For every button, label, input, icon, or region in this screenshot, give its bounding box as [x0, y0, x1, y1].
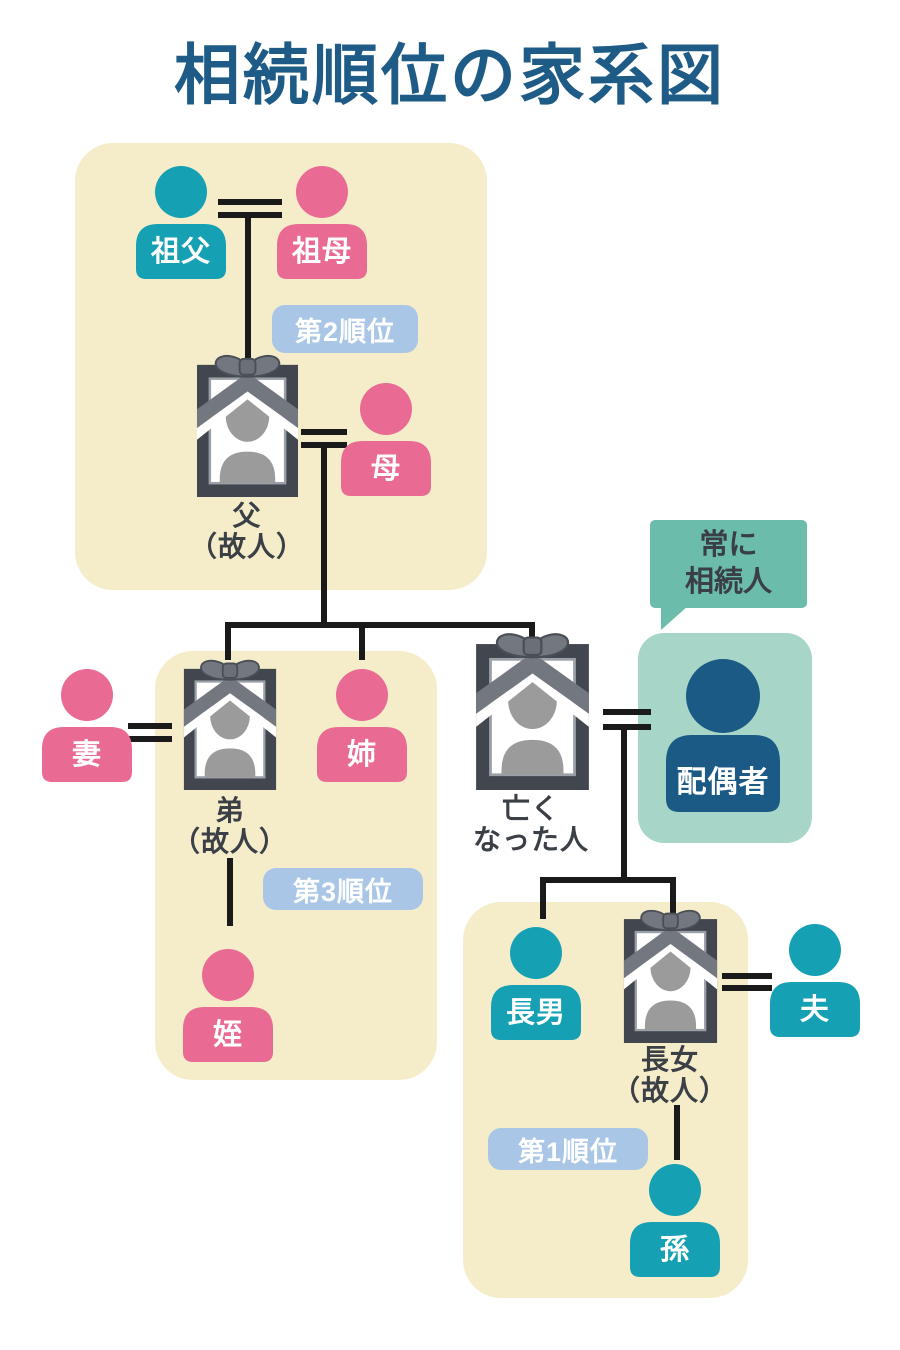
marriage-line-daughter-top — [722, 973, 772, 979]
rank-badge-label: 第1順位 — [517, 1136, 619, 1167]
sibling-drop-sister — [359, 622, 365, 660]
person-label: 妻 — [71, 739, 102, 771]
person-grandmother: 祖母 — [277, 166, 367, 279]
person-label: 夫 — [799, 994, 830, 1026]
sibling-drop-deceased — [529, 622, 535, 646]
rank-badge-second: 第2順位 — [272, 305, 418, 353]
portrait-name-brother: 弟 （故人） — [120, 795, 340, 857]
marriage-line-brother-bottom — [128, 736, 172, 742]
always-heir-bubble: 常に 相続人 — [650, 520, 807, 608]
memorial-portrait-father — [196, 353, 299, 497]
person-wife: 妻 — [42, 669, 132, 782]
portrait-name-line: （故人） — [171, 826, 288, 857]
person-niece: 姪 — [183, 949, 273, 1062]
memorial-portrait-brother — [183, 658, 277, 790]
rank-badge-third: 第3順位 — [263, 868, 423, 910]
person-label: 母 — [370, 453, 401, 485]
memorial-portrait-icon — [196, 354, 299, 497]
person-eldest-son: 長男 — [491, 927, 581, 1040]
person-grandchild: 孫 — [630, 1164, 720, 1277]
person-label: 配偶者 — [676, 766, 770, 799]
person-sister: 姉 — [317, 669, 407, 782]
person-icon — [630, 1164, 720, 1277]
marriage-line-deceased-bottom — [603, 724, 651, 730]
person-icon — [42, 669, 132, 782]
descent-line-brother-to-niece — [227, 858, 233, 926]
person-label: 姉 — [346, 739, 377, 771]
descent-line-parents-to-siblings — [321, 442, 327, 628]
person-icon — [183, 949, 273, 1062]
person-label: 姪 — [212, 1019, 243, 1051]
marriage-line-deceased-top — [603, 709, 651, 715]
rank-badge-label: 第3順位 — [292, 876, 394, 907]
marriage-line-parents-top — [301, 429, 347, 435]
sibling-drop-brother — [225, 622, 231, 660]
bubble-line-2: 相続人 — [684, 566, 772, 598]
portrait-name-line: 弟 — [215, 795, 245, 826]
memorial-portrait-eldest-daughter — [623, 908, 718, 1043]
person-label: 祖母 — [291, 236, 352, 268]
portrait-name-father: 父 （故人） — [137, 500, 357, 562]
sibling-line — [225, 622, 535, 628]
child-drop-eldest-daughter — [670, 877, 676, 922]
person-label: 祖父 — [150, 236, 211, 268]
portrait-name-line: なった人 — [472, 824, 589, 855]
person-icon — [341, 383, 431, 496]
marriage-line-daughter-bottom — [722, 985, 772, 991]
portrait-name-line: 父 — [232, 500, 262, 531]
portrait-name-line: 亡く — [501, 793, 560, 824]
person-icon — [666, 659, 780, 812]
bubble-line-1: 常に — [699, 529, 758, 561]
portrait-name-line: （故人） — [188, 531, 305, 562]
bubble-tail — [661, 606, 688, 630]
person-icon — [770, 924, 860, 1037]
person-icon — [277, 166, 367, 279]
descent-line-daughter-to-grandchild — [674, 1105, 680, 1160]
child-drop-eldest-son — [540, 877, 546, 919]
memorial-portrait-icon — [476, 633, 589, 790]
rank-badge-label: 第2順位 — [294, 316, 396, 347]
person-icon — [317, 669, 407, 782]
person-mother: 母 — [341, 383, 431, 496]
marriage-line-grandparents-top — [218, 199, 282, 205]
memorial-portrait-deceased-person — [475, 631, 590, 790]
page-title: 相続順位の家系図 — [174, 38, 726, 112]
portrait-name-line: 長女 — [640, 1044, 699, 1075]
person-icon — [136, 166, 226, 279]
memorial-portrait-icon — [183, 659, 277, 790]
descent-line-grandparents-to-father — [245, 212, 251, 365]
portrait-name-deceased-person: 亡く なった人 — [421, 793, 641, 855]
person-husband: 夫 — [770, 924, 860, 1037]
person-label: 長男 — [505, 997, 566, 1029]
marriage-line-brother-top — [128, 723, 172, 729]
children-line — [540, 877, 676, 883]
portrait-name-eldest-daughter: 長女 （故人） — [560, 1044, 780, 1106]
person-spouse: 配偶者 — [666, 659, 780, 812]
person-label: 孫 — [659, 1234, 690, 1266]
portrait-name-line: （故人） — [611, 1075, 728, 1106]
memorial-portrait-icon — [623, 909, 718, 1043]
person-grandfather: 祖父 — [136, 166, 226, 279]
person-icon — [491, 927, 581, 1040]
descent-line-deceased-to-children — [621, 724, 627, 883]
rank-badge-first: 第1順位 — [488, 1128, 648, 1170]
